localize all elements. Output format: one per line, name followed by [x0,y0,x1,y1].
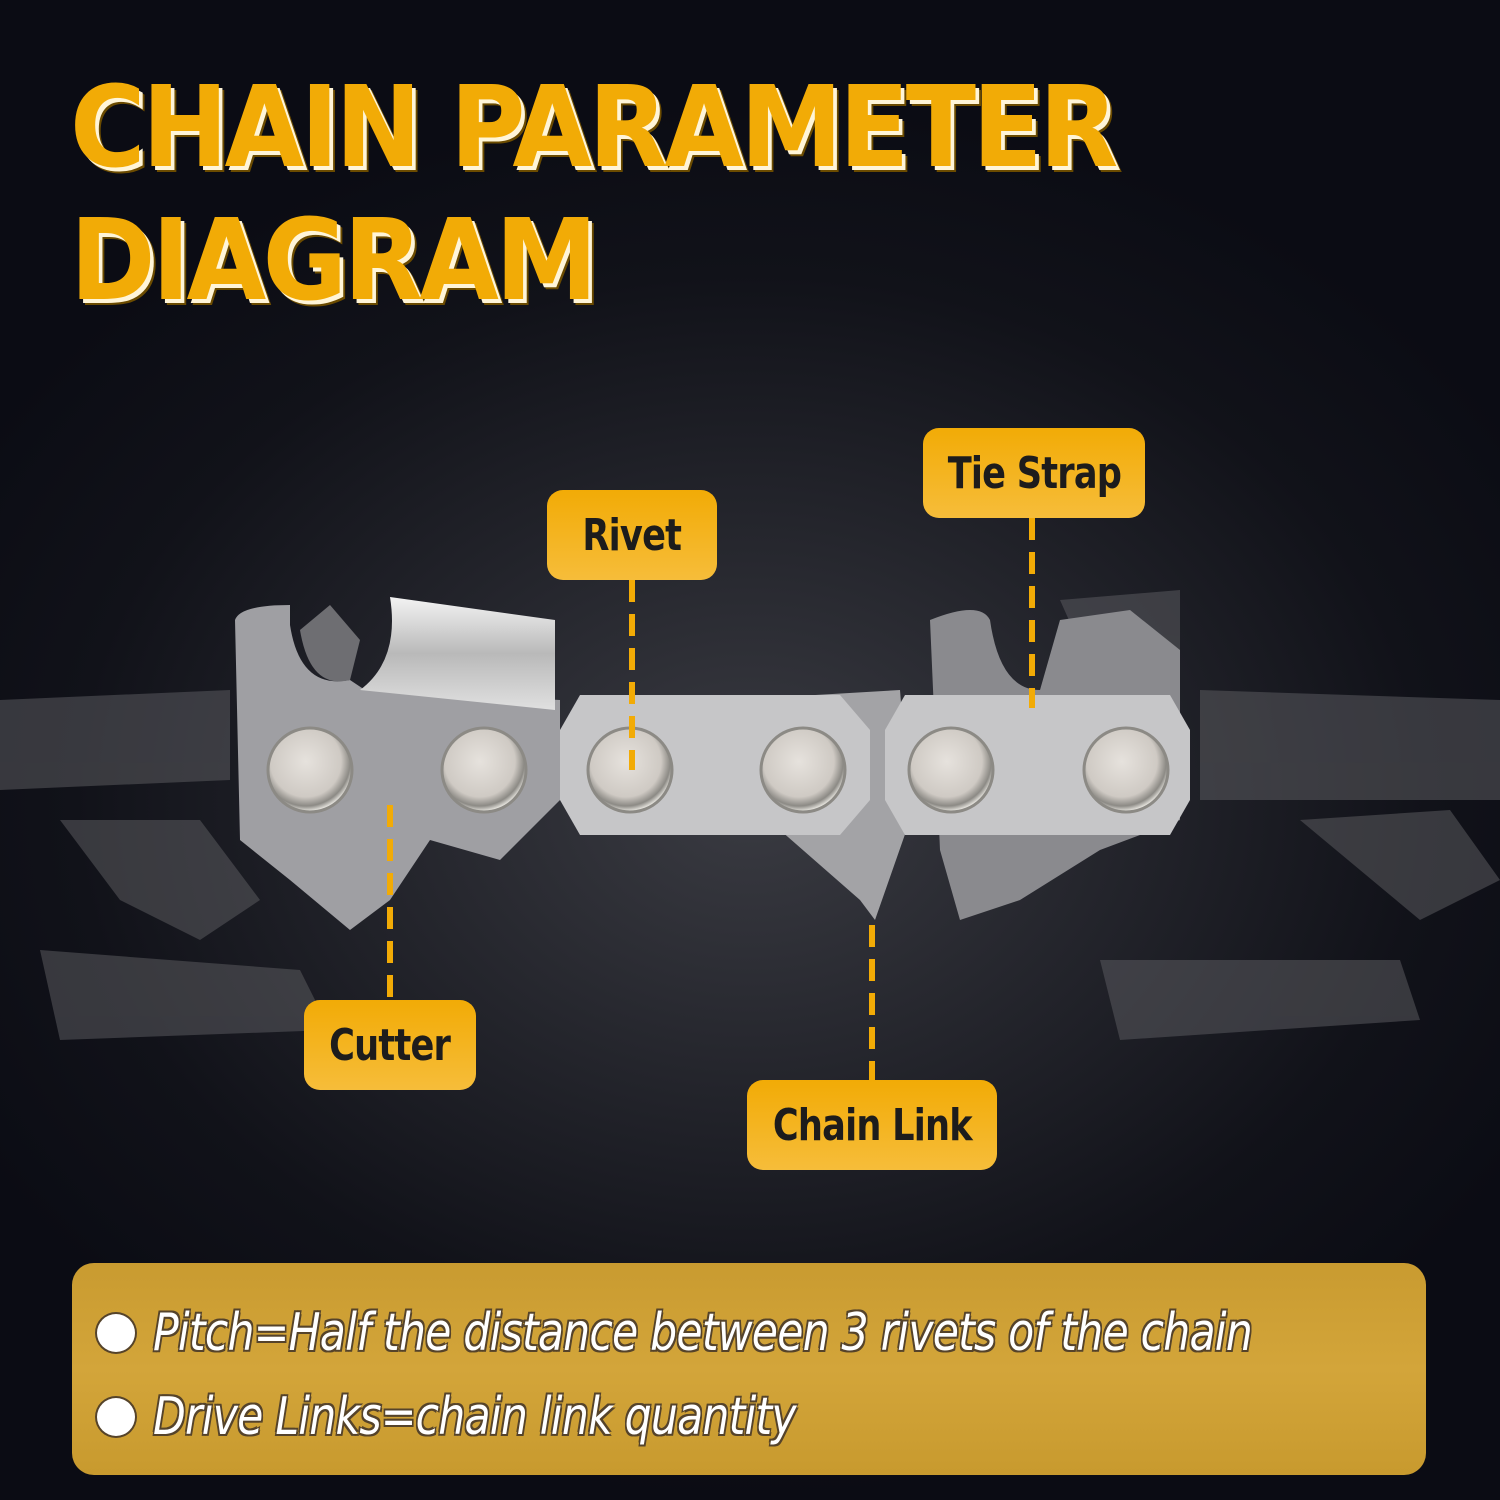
pitch-definition-text: Pitch=Half the distance between 3 rivets… [153,1303,1253,1363]
bullet-icon [97,1314,135,1352]
cutter-label: Cutter [304,1000,476,1090]
pitch-definition: Pitch=Half the distance between 3 rivets… [97,1303,1493,1363]
rivet-leader-line [629,580,635,770]
cutter-link [235,597,560,930]
rivets [266,726,1170,814]
cutter-label-text: Cutter [329,1019,451,1071]
tie-strap-label-text: Tie Strap [947,447,1121,499]
rivet-label-text: Rivet [582,509,683,561]
cutter-leader-line [387,805,393,1005]
drive-links-definition-text: Drive Links=chain link quantity [153,1387,797,1447]
tie-strap-label: Tie Strap [923,428,1145,518]
title-line-1: CHAIN PARAMETER [70,63,1118,193]
bullet-icon [97,1398,135,1436]
chain-link-leader-line [869,925,875,1085]
title-line-2: DIAGRAM [70,196,598,326]
drive-links-definition: Drive Links=chain link quantity [97,1387,937,1447]
tie-strap-leader-line [1029,518,1035,708]
chain-link-label: Chain Link [747,1080,997,1170]
chain-link-label-text: Chain Link [772,1099,973,1151]
definitions-panel: Pitch=Half the distance between 3 rivets… [72,1263,1426,1475]
rivet-label: Rivet [547,490,717,580]
